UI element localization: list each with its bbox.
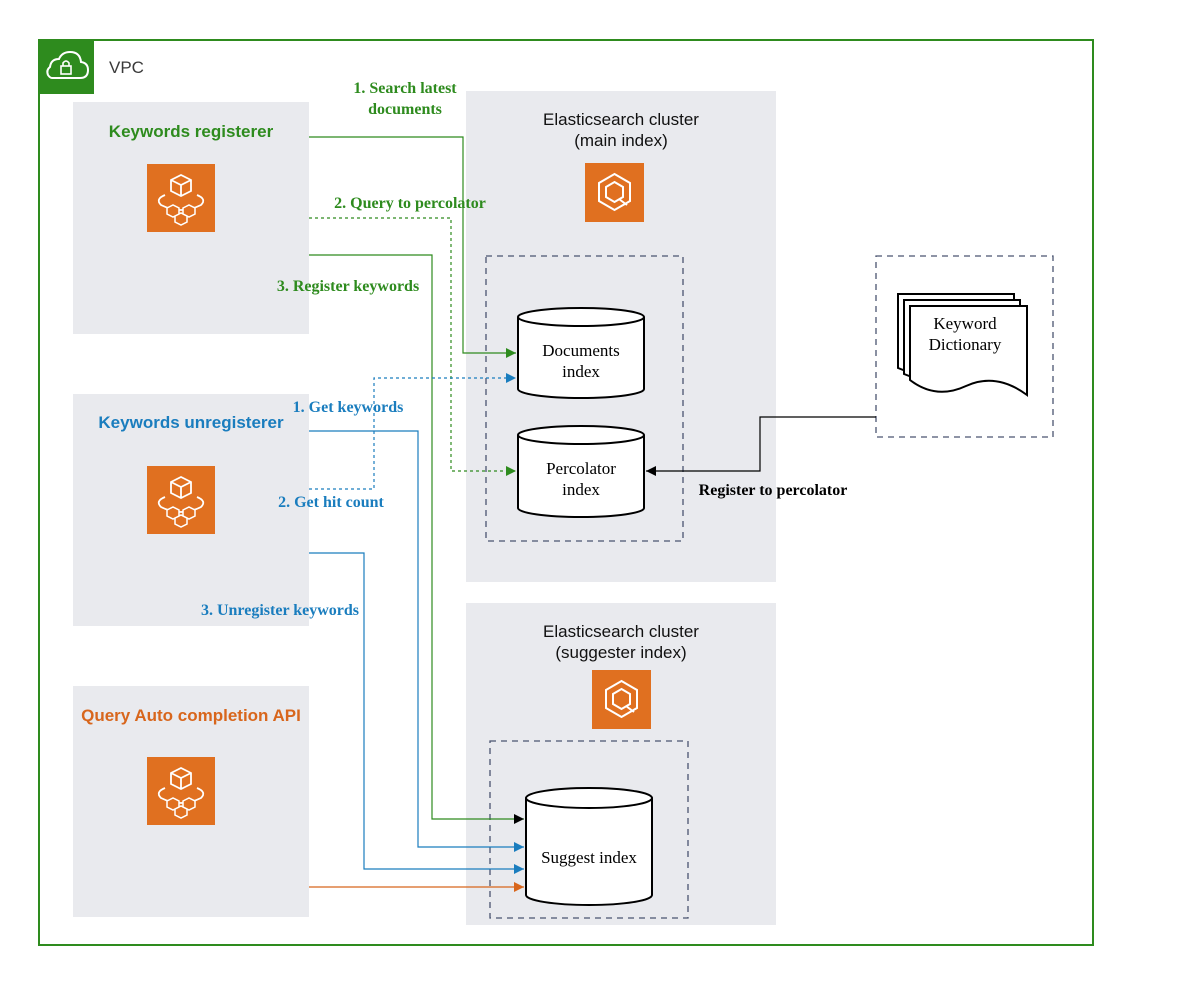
elasticsearch-suggester-cluster: Elasticsearch cluster (suggester index) … — [466, 603, 776, 925]
keyword-dictionary-group: Keyword Dictionary — [875, 255, 1054, 438]
label-unregister-keywords: 3. Unregister keywords — [201, 602, 359, 619]
elasticsearch-icon — [592, 670, 651, 729]
edge-search-latest-documents — [309, 136, 516, 358]
edge-query-to-percolator — [309, 217, 516, 476]
percolator-index: Percolator index — [517, 425, 645, 518]
cloud-lock-icon — [46, 50, 90, 79]
label-get-keywords: 1. Get keywords — [293, 399, 404, 416]
documents-index: Documents index — [517, 307, 645, 399]
keyword-dictionary-line1: Keyword — [933, 314, 997, 333]
documents-index-line2: index — [562, 362, 600, 381]
vpc-boundary — [38, 39, 1094, 946]
edge-register-keywords — [309, 254, 524, 824]
suggest-index: Suggest index — [525, 787, 653, 906]
document-stack-icon — [897, 293, 1028, 397]
edge-unregister-keywords — [309, 552, 524, 874]
documents-index-line1: Documents — [542, 341, 619, 360]
suggest-index-label: Suggest index — [541, 848, 637, 867]
suggester-cluster-title-line1: Elasticsearch cluster — [543, 622, 699, 641]
elasticsearch-main-cluster: Elasticsearch cluster (main index) Docum… — [466, 91, 776, 582]
label-search-latest-line2: documents — [368, 101, 442, 118]
lambda-cube-icon — [147, 164, 215, 232]
edge-get-keywords — [309, 430, 524, 852]
keywords-unregisterer-title: Keywords unregisterer — [98, 413, 284, 432]
edge-get-hit-count — [309, 373, 516, 490]
label-register-keywords: 3. Register keywords — [277, 278, 419, 295]
keyword-dictionary-boundary — [875, 255, 1054, 438]
keywords-unregisterer-panel: Keywords unregisterer — [73, 394, 309, 626]
query-auto-completion-api-panel: Query Auto completion API — [73, 686, 309, 917]
suggester-index-group-boundary — [489, 740, 689, 919]
lambda-cube-icon — [147, 757, 215, 825]
query-auto-completion-api-title: Query Auto completion API — [81, 706, 301, 725]
label-get-hit-count: 2. Get hit count — [278, 494, 384, 511]
suggester-cluster-title-line2: (suggester index) — [555, 643, 686, 662]
percolator-index-line2: index — [562, 480, 600, 499]
vpc-label: VPC — [109, 58, 144, 77]
keyword-dictionary-line2: Dictionary — [929, 335, 1002, 354]
vpc-group: VPC — [38, 39, 1094, 946]
main-cluster-title-line1: Elasticsearch cluster — [543, 110, 699, 129]
keywords-registerer-title: Keywords registerer — [109, 122, 274, 141]
edge-register-to-percolator — [646, 416, 876, 476]
vpc-icon-box — [39, 40, 94, 94]
label-search-latest-line1: 1. Search latest — [353, 80, 457, 97]
keywords-registerer-panel: Keywords registerer — [73, 102, 309, 334]
lambda-cube-icon — [147, 466, 215, 534]
percolator-index-line1: Percolator — [546, 459, 616, 478]
label-register-to-percolator: Register to percolator — [699, 482, 848, 499]
label-query-to-percolator: 2. Query to percolator — [334, 195, 486, 212]
main-cluster-title-line2: (main index) — [574, 131, 668, 150]
elasticsearch-icon — [585, 163, 644, 222]
